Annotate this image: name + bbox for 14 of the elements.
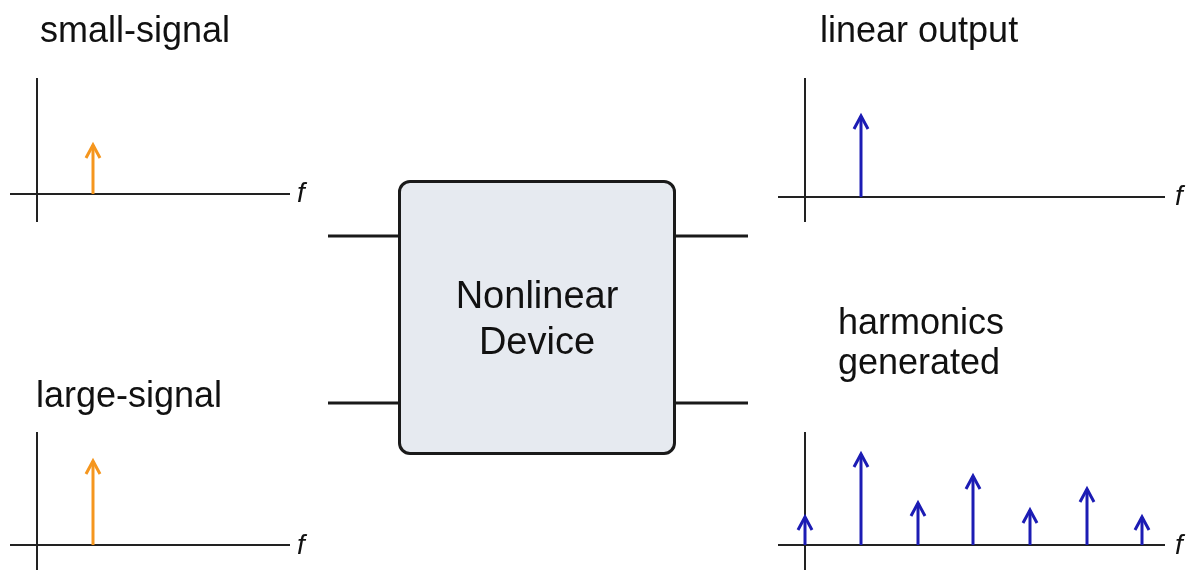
connector-line (328, 401, 398, 405)
connector-line (676, 401, 748, 405)
process-box (398, 180, 676, 455)
axis-label: f (297, 530, 305, 560)
axis-label: f (1175, 530, 1183, 560)
box-label: Nonlinear Device (454, 272, 620, 364)
axis-label: f (297, 178, 305, 208)
plot-title: small-signal (40, 10, 231, 50)
connector-line (676, 234, 748, 238)
plot-title: harmonics generated (838, 302, 1006, 382)
connector-line (328, 234, 398, 238)
plot-title: large-signal (36, 375, 223, 415)
axis-label: f (1175, 181, 1183, 211)
plot-title: linear output (820, 10, 1019, 50)
